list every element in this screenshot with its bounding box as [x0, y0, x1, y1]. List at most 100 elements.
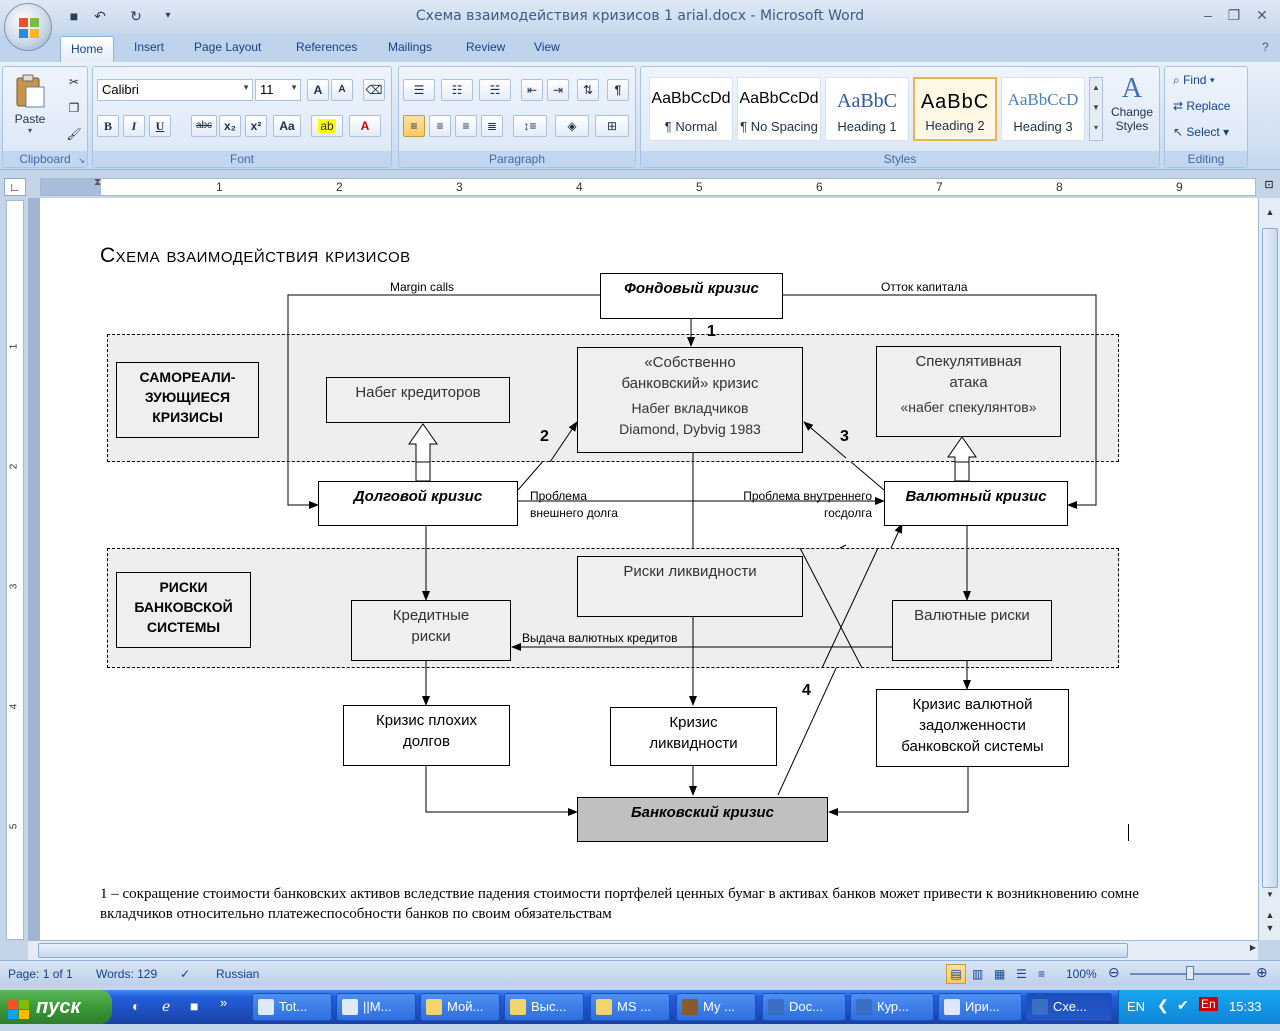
restore-button[interactable]: ❐ [1227, 7, 1241, 23]
style-heading-2[interactable]: AaBbC Heading 2 [913, 77, 997, 141]
tray-security-icon[interactable]: ✔ [1177, 997, 1189, 1013]
proofing-icon[interactable]: ✓ [180, 967, 191, 981]
taskbar-item-10[interactable]: Схе... [1026, 993, 1112, 1021]
find-button[interactable]: ⌕ Find ▾ [1173, 73, 1215, 87]
dialog-launcher-icon[interactable]: ↘ [78, 156, 85, 165]
taskbar-item-1[interactable]: Tot... [252, 993, 332, 1021]
show-marks-icon[interactable]: ¶ [607, 79, 629, 101]
taskbar-item-9[interactable]: Ири... [938, 993, 1022, 1021]
change-case-button[interactable]: Aa [273, 115, 301, 137]
styles-scroll[interactable]: ▲▼▾ [1089, 77, 1103, 141]
customize-qat-icon[interactable]: ▾ [165, 10, 171, 21]
prev-page-icon[interactable]: ▲ [1265, 910, 1275, 920]
tab-references[interactable]: References [296, 40, 358, 54]
taskbar-item-6[interactable]: Му ... [676, 993, 756, 1021]
scroll-up-icon[interactable]: ▲ [1265, 207, 1275, 217]
view-ruler-icon[interactable]: ⊡ [1264, 179, 1274, 191]
change-styles-button[interactable]: A Change Styles [1107, 73, 1157, 133]
format-painter-icon[interactable]: 🖌 [66, 127, 82, 141]
tab-review[interactable]: Review [466, 40, 506, 54]
tray-language-icon[interactable]: En [1199, 997, 1218, 1011]
line-spacing-icon[interactable]: ↕≡ [513, 115, 547, 137]
stock-crisis-box[interactable]: Фондовый кризис [600, 273, 783, 319]
fx-risks-box[interactable]: Валютные риски [892, 600, 1052, 661]
taskbar-item-4[interactable]: Выс... [504, 993, 584, 1021]
credit-risks-box[interactable]: Кредитные риски [351, 600, 511, 661]
style-no-spacing[interactable]: AaBbCcDd ¶ No Spacing [737, 77, 821, 141]
bullets-icon[interactable]: ☰ [403, 79, 435, 101]
taskbar-item-2[interactable]: ||М... [336, 993, 416, 1021]
indent-marker-icon[interactable]: ⧗ [94, 177, 102, 188]
tab-mailings[interactable]: Mailings [388, 40, 433, 54]
bad-debt-crisis-box[interactable]: Кризис плохих долгов [343, 705, 510, 766]
tab-home[interactable]: Home [60, 36, 115, 62]
zoom-out-icon[interactable]: ⊖ [1108, 964, 1120, 980]
draft-icon[interactable]: ≡ [1038, 967, 1046, 981]
web-layout-icon[interactable]: ▦ [994, 967, 1006, 981]
style-heading-3[interactable]: AaBbCcD Heading 3 [1001, 77, 1085, 141]
undo-icon[interactable]: ↶ [94, 8, 106, 24]
scroll-down-icon[interactable]: ▼ [1266, 890, 1274, 899]
decrease-indent-icon[interactable]: ⇤ [521, 79, 543, 101]
align-right-icon[interactable]: ≡ [455, 115, 477, 137]
liquidity-risks-box[interactable]: Риски ликвидности [577, 556, 803, 617]
save-icon[interactable]: ■ [69, 8, 79, 24]
quicklaunch-browser-icon[interactable]: ℯ [162, 998, 171, 1014]
debt-crisis-box[interactable]: Долговой кризис [318, 481, 518, 526]
vertical-scrollbar[interactable]: ▲ ▼ ▲ ▼ [1258, 198, 1280, 940]
align-center-icon[interactable]: ≡ [429, 115, 451, 137]
print-layout-icon[interactable]: ▤ [946, 964, 966, 984]
zoom-level[interactable]: 100% [1066, 967, 1097, 981]
full-screen-reading-icon[interactable]: ▥ [972, 967, 984, 981]
underline-button[interactable]: U [149, 115, 171, 137]
horizontal-ruler[interactable]: 1 2 3 4 5 6 7 8 9 ⧗ [40, 177, 1256, 196]
tray-arrow-icon[interactable]: ❮ [1157, 997, 1169, 1013]
page-count[interactable]: Page: 1 of 1 [8, 967, 73, 981]
align-left-icon[interactable]: ≡ [403, 115, 425, 137]
word-count[interactable]: Words: 129 [96, 967, 158, 981]
outline-icon[interactable]: ☰ [1016, 967, 1027, 981]
vertical-ruler[interactable]: 1 2 3 4 5 [6, 200, 24, 940]
subscript-button[interactable]: x₂ [219, 115, 241, 137]
zoom-in-icon[interactable]: ⊕ [1256, 964, 1268, 980]
bold-button[interactable]: B [97, 115, 119, 137]
language-indicator[interactable]: EN [1127, 999, 1146, 1014]
speculative-attack-box[interactable]: Спекулятивная атака «набег спекулянтов» [876, 346, 1061, 437]
taskbar-item-7[interactable]: Doc... [762, 993, 846, 1021]
tab-page-layout[interactable]: Page Layout [194, 40, 262, 54]
borders-icon[interactable]: ⊞ [595, 115, 629, 137]
creditor-run-box[interactable]: Набег кредиторов [326, 377, 510, 423]
help-icon[interactable]: ? [1262, 40, 1269, 54]
font-name-combo[interactable]: Calibri▼ [97, 79, 253, 101]
highlight-icon[interactable]: ab [311, 115, 343, 137]
paste-button[interactable]: Paste ▾ [9, 71, 51, 145]
quicklaunch-ie-icon[interactable]: ◐ [132, 998, 141, 1014]
language[interactable]: Russian [216, 967, 260, 981]
tab-insert[interactable]: Insert [134, 40, 165, 54]
tab-view[interactable]: View [534, 40, 560, 54]
page[interactable]: Схема взаимодействия кризисов [40, 198, 1258, 940]
increase-indent-icon[interactable]: ⇥ [547, 79, 569, 101]
superscript-button[interactable]: x² [245, 115, 267, 137]
liquidity-crisis-box[interactable]: Кризис ликвидности [610, 707, 777, 766]
clear-formatting-icon[interactable]: ⌫ [363, 79, 385, 101]
strikethrough-button[interactable]: abc [191, 115, 217, 137]
zoom-slider-thumb[interactable] [1186, 966, 1194, 980]
taskbar-item-5[interactable]: MS ... [590, 993, 670, 1021]
horizontal-scrollbar[interactable]: ▶ [28, 940, 1258, 960]
taskbar-item-3[interactable]: Мой... [420, 993, 500, 1021]
quicklaunch-more-icon[interactable]: » [220, 995, 228, 1010]
italic-button[interactable]: I [123, 115, 145, 137]
font-color-icon[interactable]: A [349, 115, 381, 137]
clock[interactable]: 15:33 [1229, 999, 1262, 1014]
numbering-icon[interactable]: ☷ [441, 79, 473, 101]
justify-icon[interactable]: ≣ [481, 115, 503, 137]
tab-selector-icon[interactable]: ∟ [4, 178, 26, 196]
style-heading-1[interactable]: AaBbC Heading 1 [825, 77, 909, 141]
select-button[interactable]: ↖ Select ▾ [1173, 125, 1230, 139]
minimize-button[interactable]: – [1204, 7, 1212, 23]
multilevel-list-icon[interactable]: ☵ [479, 79, 511, 101]
bank-crisis-box[interactable]: Банковский кризис [577, 797, 828, 842]
fx-debt-crisis-box[interactable]: Кризис валютной задолженности банковской… [876, 689, 1069, 767]
cut-icon[interactable]: ✂ [68, 75, 80, 89]
